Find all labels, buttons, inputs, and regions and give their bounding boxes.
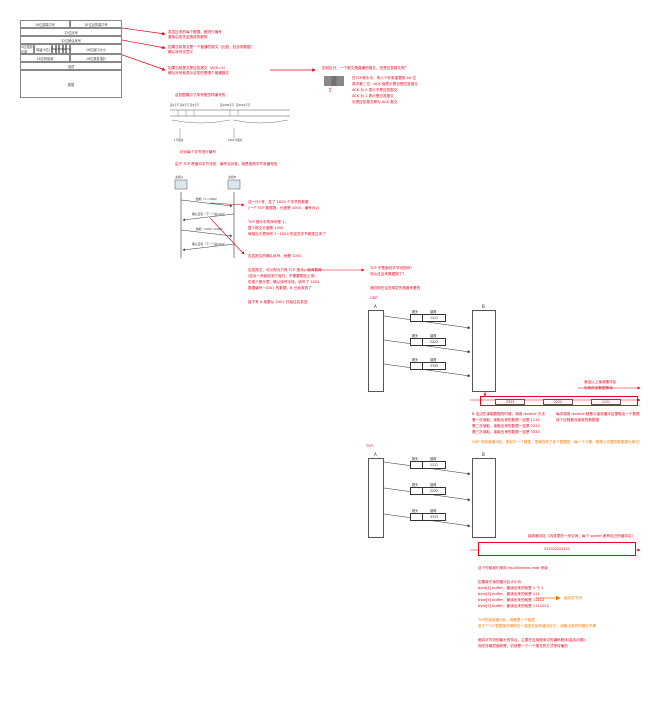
tcp-host-a	[368, 458, 384, 538]
seq-cell: 32位序号	[20, 28, 122, 36]
note-ack-2: 确认序号无意义	[168, 50, 194, 54]
note-tcp-bytestream: 由于 TCP 是面向字节流的，编号也对准，就是按照字节来编号的	[175, 162, 278, 166]
up-arrow-icon: ⇧	[328, 87, 334, 94]
data-cell: 数据	[20, 70, 122, 98]
header-len-cell: 4位首部长度	[20, 44, 34, 54]
tcp-final-1: 面向字节流的最大的特点，主要在应用程序中的编码程序(粘包问题)	[478, 638, 586, 642]
tcp-read-line-4: byte[7] buffer，都读出来的就是 1111222	[478, 604, 549, 608]
ack-answer-1: 在TCP报头中，有六个非常重要的 bit 位	[352, 76, 416, 80]
side-question-2: 怎么还出来数据报了？	[370, 272, 406, 276]
ack-flag: ACK	[55, 44, 60, 54]
hs-note-1: 这一行1号，发了 1000 个字节的数据	[248, 200, 309, 204]
note-ack-4: 确认序号就表示应答的是哪个普通报文	[168, 71, 230, 75]
window-cell: 16位窗口大小	[70, 44, 122, 54]
byte-label-3: 第3字节	[190, 104, 200, 107]
segment-label-1001: 1001号报文	[228, 139, 243, 142]
note-ack-1: 如果当前报文是一个普通的报文（比如，包含有数据）	[168, 45, 255, 49]
ack-answer-2: 其中第二位：ACK 就表示是否是应答报文	[352, 82, 418, 86]
syn-flag: SYN	[65, 44, 70, 54]
byte-stream-label: 面向字节流	[564, 596, 582, 600]
tcp-read-line-2: byte[3] buffer，都读出来的就是 111	[478, 592, 540, 596]
byte-label-1001: 第1001字节	[236, 104, 251, 107]
recv-side-2: 该个过程都对接收的数据报	[556, 418, 600, 422]
ack-connector	[121, 39, 166, 50]
hs-note-5: 就相当于把序号 1~1000 的这些字节都发过来了	[248, 232, 326, 236]
side-question-1: TCP 不是面向字节流的吗？	[370, 266, 414, 270]
tcp-buffer-label: 接收缓冲区（内核里的一块空间，每个 socket 都有自己的缓冲区）	[528, 534, 636, 538]
host-a-icon	[174, 179, 188, 190]
segment-label-1: 1号报文	[174, 139, 184, 142]
tcp-receive-buffer: 333322221111	[478, 542, 636, 556]
urg-flag: URG	[51, 44, 56, 54]
hs-note-3: TCP 报头中的序号是 1，	[248, 220, 288, 224]
note-byte-number: 针对每个字节进行编号	[180, 150, 216, 154]
dst-port-cell: 16位目的端口号	[70, 20, 122, 28]
recv-note-1: B 这边在读取数据的时候，调用 receive 方法	[472, 412, 545, 416]
buffer-note-1: 我这以上接收缓冲区	[584, 380, 617, 384]
recv-note-4: 第三次读取，读取出来的数据一定是 3333	[472, 430, 540, 434]
ack-seq-cell: 32位确认序号	[20, 36, 122, 44]
buffer-note-2: 也有许多数据等待	[584, 386, 613, 390]
arrow-data-2: 数据（1001～2000）	[196, 227, 225, 231]
note-seq-1: 发送过来的每个数据，都进行编号	[168, 30, 222, 34]
udp-title: 我们现在往在用层的角度来看的	[370, 286, 421, 290]
tcp-read-intro: 如果我们读的缓冲区大小为	[478, 580, 522, 584]
udp-host-b	[472, 310, 496, 392]
host-b-icon	[227, 179, 241, 190]
udp-label: UDP	[370, 296, 378, 300]
note-ack-3: 如果当前报文是应答报文（ACK=1）	[168, 66, 228, 70]
src-port-cell: 16位源端口号	[20, 20, 70, 28]
host-b-label: 主机B	[228, 175, 237, 179]
hs-note-2: (一个 TCP 数据报，长度是 1000，编号为1)	[248, 206, 320, 210]
hs-note-10: 数据编号~1001 的数据，B 已经收到了	[248, 286, 312, 290]
tcp-a-label: A	[374, 452, 377, 457]
ack-answer-4: ACK 为 1 表示是应答报文	[352, 94, 394, 98]
tcp-orange-1: TCP的接收缓冲区，就像是一个链表	[478, 618, 535, 622]
arrow-ack-1: 确认应答（下一个是1001）	[192, 212, 228, 216]
note-seq-2: 避免后发先至造成的影响	[168, 35, 208, 39]
tcp-read-line-3: byte[5] buffer，都读出来的就是 11112	[478, 598, 545, 602]
tcp-orange-2: 若干个TCP数据报的载荷在一起放在接收缓冲区中，读取出来的时候分不清	[478, 624, 597, 628]
hs-note-6: 应答报文的确认序号，就是 1001	[248, 254, 302, 258]
recv-side-1: 每次调用 receive 就是从接收缓冲区里取出一个数据	[556, 412, 640, 416]
tcp-read-line-1: byte[1] buffer，都读出来的就是 1 个 1	[478, 586, 544, 590]
tcp-b-label: B	[482, 452, 485, 457]
udp-receive-buffer: 3333 2222 1111	[480, 396, 638, 406]
arrow-ack-2: 确认应答（下一个是2001）	[192, 242, 228, 246]
tcp-read-note: 这个时候我们采用 InputStream.read 来读	[478, 566, 548, 570]
hs-note-7: 应答报文，可以视为只有 TCP 报头，没有载荷	[248, 268, 322, 272]
byte-label-2: 第2字节	[180, 104, 190, 107]
note-seq-diagram: 这张图展示了序号是怎样编写的	[175, 93, 226, 97]
tcp-final-2: 而在传输层面却是，仍然是一个一个报文的方式来传输的	[478, 644, 568, 648]
udp-host-a	[368, 310, 384, 392]
udp-buffer-explain: UDP 的接收缓冲区，类似于一个链表，里面存放了多个数据报（每一个元素，都是以完…	[472, 440, 643, 444]
arrow-data-1: 数据（1～1000）	[196, 197, 219, 201]
ack-answer-3: ACK 为 0 表示不是应答报文	[352, 88, 398, 92]
byte-label-1000: 第1000字节	[220, 104, 235, 107]
ack-answer-5: 也把应答报文称为 ACK 报文	[352, 100, 398, 104]
urgent-ptr-cell: 16位紧急指针	[70, 54, 122, 62]
tcp-host-b	[472, 458, 496, 538]
byte-label-1: 第1字节	[170, 104, 180, 107]
recv-note-3: 第二次读取，读取出来的数据一定是 2222	[472, 424, 540, 428]
psh-flag: PSH	[58, 44, 63, 54]
hs-note-8: (告诉一声我收到了就行，不需要附加上来)	[248, 274, 316, 278]
seq-connector	[121, 27, 166, 36]
options-cell: 选项	[20, 62, 122, 70]
hs-note-11: 接下来 A 就要从 1001 开始往后发送	[248, 300, 308, 304]
tcp-label: TCP：	[366, 444, 377, 448]
ack-question: 如何区分，一个报文是普通的报文，还是应答报文呢？	[322, 66, 409, 70]
rst-flag: RST	[62, 44, 67, 54]
flag-bits-grid: URG ACK PSH RST SYN	[324, 76, 344, 87]
checksum-cell: 16位校验和	[20, 54, 70, 62]
udp-a-label: A	[374, 304, 377, 309]
hs-note-4: 整个报文长度是 1000	[248, 226, 284, 230]
hs-note-9: 形成个报头里，确认序号字段，填写了 1001	[248, 280, 320, 284]
host-a-label: 主机A	[175, 175, 184, 179]
reserved-cell: 保留(6位)	[34, 44, 52, 54]
recv-note-2: 第一次读取，读取出来的数据一定是 1111	[472, 418, 540, 422]
udp-b-label: B	[482, 304, 485, 309]
